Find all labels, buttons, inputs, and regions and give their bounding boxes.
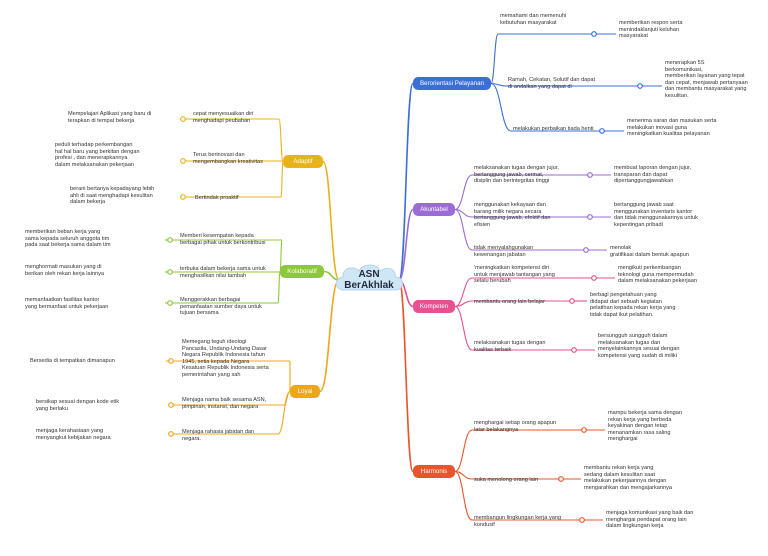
- adaptif-item-1-detail[interactable]: Mempelajari Aplikasi yang baru di terapk…: [68, 111, 152, 124]
- connector-line: [398, 82, 414, 281]
- connector-line: [278, 118, 284, 163]
- junction-dot: [591, 275, 597, 281]
- harmonis-item-3[interactable]: membangun lingkungan kerja yang kondusif: [474, 515, 562, 528]
- junction-dot: [180, 194, 186, 200]
- junction-dot: [569, 298, 575, 304]
- branch-loyal[interactable]: Loyal: [290, 385, 320, 398]
- akuntabel-item-3[interactable]: tidak menyalahgunakan kewenangan jabatan: [474, 245, 534, 258]
- kolaboratif-item-2-detail[interactable]: menghormati masukan yang di berikan oleh…: [25, 264, 104, 277]
- connector-line: [454, 470, 473, 521]
- berorientasi-item-2[interactable]: Ramah, Cekatan, Solutif dan dapat di and…: [508, 77, 596, 90]
- kolaboratif-item-2[interactable]: terbuka dalam bekerja sama untuk menghas…: [180, 266, 266, 279]
- harmonis-item-2[interactable]: suka menolong orang lain: [474, 477, 539, 483]
- junction-dot: [599, 128, 605, 134]
- junction-dot: [581, 427, 587, 433]
- junction-dot: [637, 83, 643, 89]
- junction-dot: [167, 237, 173, 243]
- adaptif-item-3[interactable]: Bertindak proaktif: [195, 195, 239, 201]
- harmonis-item-3-detail[interactable]: menjaga komunikasi yang baik dan menghar…: [606, 510, 694, 530]
- branch-berorientasi[interactable]: Berorientasi Pelayanan: [413, 77, 491, 90]
- harmonis-item-1[interactable]: menghargai setiap orang apapun latar bel…: [474, 420, 557, 433]
- junction-dot: [558, 476, 564, 482]
- kompeten-item-1-detail[interactable]: mengikuti perkembangan teknologi guna me…: [618, 265, 697, 285]
- cloud-shape: [335, 264, 403, 291]
- connector-line: [454, 429, 473, 473]
- loyal-item-2-detail[interactable]: bersikap sesuai dengan kode etik yang be…: [36, 399, 120, 412]
- adaptif-item-3-detail[interactable]: berani bertanya kepadayang lebih ahli di…: [70, 186, 155, 206]
- loyal-item-3-detail[interactable]: menjaga kerahasiaan yang menyangkut kebi…: [36, 428, 111, 441]
- kolaboratif-item-1[interactable]: Memberi kesempatan kepada berbagai pihak…: [180, 233, 266, 246]
- loyal-item-1-detail[interactable]: Bersedia di tempatkan dimanapun: [30, 358, 115, 364]
- branch-kolaboratif[interactable]: Kolaboratif: [280, 265, 324, 278]
- branch-kompeten[interactable]: Kompeten: [413, 300, 455, 313]
- junction-dot: [591, 31, 597, 37]
- connector-line: [322, 160, 340, 281]
- kompeten-item-3[interactable]: melaksanakan tugas dengan kualitas terba…: [474, 340, 546, 353]
- junction-dot: [167, 300, 173, 306]
- connector-line: [398, 279, 414, 473]
- connector-line: [454, 277, 473, 308]
- akuntabel-item-3-detail[interactable]: menolak gratifikasi dalam bentuk apapun: [610, 245, 689, 258]
- junction-dot: [583, 247, 589, 253]
- connector-line: [277, 390, 291, 435]
- kolaboratif-item-3[interactable]: Menggerakkan berbagai pemanfaatan sumber…: [180, 297, 262, 317]
- junction-dot: [579, 517, 585, 523]
- adaptif-item-2-detail[interactable]: peduli terhadap perkembangan hal hal bar…: [55, 142, 140, 168]
- junction-dot: [168, 402, 174, 408]
- connector-line: [490, 82, 512, 132]
- connector-line: [454, 174, 473, 211]
- berorientasi-item-3[interactable]: melakukan perbaikan tiada henti: [513, 126, 594, 132]
- akuntabel-item-2-detail[interactable]: bertanggung jawab saat menggunakan inven…: [614, 202, 698, 228]
- connector-line: [490, 33, 499, 85]
- harmonis-item-2-detail[interactable]: membantu rekan kerja yang sedang dalam k…: [584, 465, 673, 491]
- junction-dot: [587, 214, 593, 220]
- junction-dot: [587, 172, 593, 178]
- kompeten-item-2-detail[interactable]: berbagi pengetahuan yang didapat dari se…: [590, 292, 676, 318]
- branch-adaptif[interactable]: Adaptif: [283, 155, 323, 168]
- adaptif-item-2[interactable]: Terus berinovasi dan mengembangkan kreat…: [193, 152, 263, 165]
- adaptif-item-1[interactable]: cepat menyesuaikan diri menghadapi peuba…: [193, 111, 254, 124]
- kompeten-item-2[interactable]: membantu orang lain belajar: [474, 299, 545, 305]
- central-title-line2: BerAkhlak: [344, 280, 394, 291]
- loyal-item-2[interactable]: Menjaga nama baik sesama ASN, pimpinan, …: [182, 397, 267, 410]
- kompeten-item-1[interactable]: 'meningkatkan kompetensi diri untuk menj…: [474, 265, 555, 285]
- connector-line: [454, 208, 473, 251]
- junction-dot: [168, 358, 174, 364]
- connector-line: [454, 300, 473, 308]
- junction-dot: [168, 431, 174, 437]
- akuntabel-item-1-detail[interactable]: membuat laporan dengan jujur, transparan…: [614, 165, 692, 185]
- connector-line: [280, 160, 284, 198]
- junction-dot: [180, 158, 186, 164]
- loyal-item-1[interactable]: Memegang teguh ideologi Pancasila, Undan…: [182, 339, 269, 378]
- berorientasi-item-3-detail[interactable]: menerima saran dan masukan serta melakuk…: [627, 118, 717, 138]
- loyal-item-3[interactable]: Menjaga rahasia jabatan dan negara.: [182, 429, 255, 442]
- junction-dot: [167, 269, 173, 275]
- junction-dot: [180, 116, 186, 122]
- central-title-line1: ASN: [358, 269, 380, 280]
- branch-harmonis[interactable]: Harmonis: [413, 465, 455, 478]
- akuntabel-item-1[interactable]: melaksanakan tugas dengan jujur, bertang…: [474, 165, 559, 185]
- kolaboratif-item-1-detail[interactable]: memberikan beban kerja yang sama kepada …: [25, 229, 111, 249]
- akuntabel-item-2[interactable]: menggunakan kekayaan dan barang milik ne…: [474, 202, 551, 228]
- junction-dot: [571, 347, 577, 353]
- kolaboratif-item-3-detail[interactable]: memanfaatkan fasilitas kantor yang berma…: [25, 297, 109, 310]
- berorientasi-item-1[interactable]: memahami dan memenuhi kebutuhan masyarak…: [500, 13, 567, 26]
- central-topic[interactable]: ASN BerAkhlak: [330, 260, 408, 300]
- connector-line: [398, 208, 414, 281]
- harmonis-item-1-detail[interactable]: mampu bekerja sama dengan rekan kerja ya…: [608, 410, 683, 443]
- connector-line: [454, 305, 473, 351]
- connector-line: [277, 270, 281, 304]
- kompeten-item-3-detail[interactable]: bersungguh sungguh dalam melaksanakan tu…: [598, 333, 680, 359]
- berorientasi-item-1-detail[interactable]: memberikan respon serta menindaklanjuti …: [619, 20, 683, 40]
- berorientasi-item-2-detail[interactable]: menerapkan 5S berkomunikasi, memberikan …: [665, 60, 748, 99]
- branch-akuntabel[interactable]: Akuntabel: [413, 203, 455, 216]
